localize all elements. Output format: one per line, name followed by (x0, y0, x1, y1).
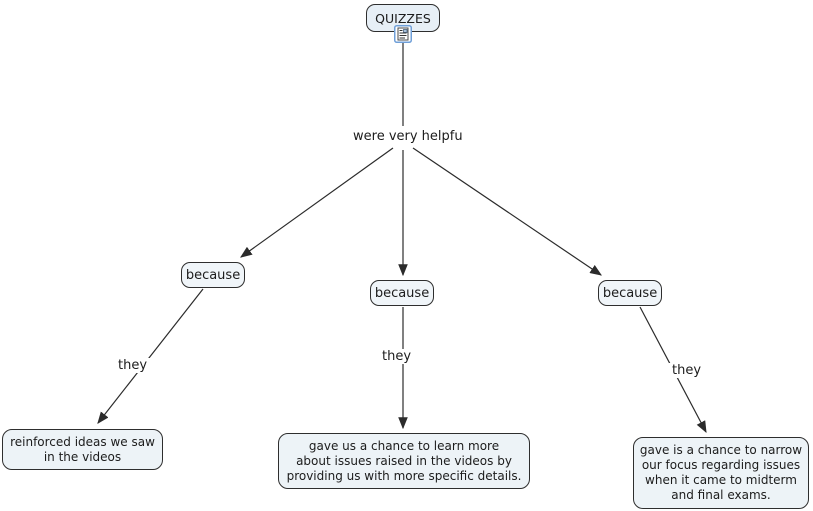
edge-group (97, 42, 707, 434)
connector-node-because-1[interactable]: because (181, 262, 245, 288)
connector-node-because-2[interactable]: because (370, 280, 434, 306)
resource-icon-page (397, 27, 409, 41)
linking-phrase-were-very-helpfu[interactable]: were very helpfu (350, 129, 466, 144)
concept-node-learn-more[interactable]: gave us a chance to learn more about iss… (278, 433, 530, 489)
concept-label: gave is a chance to narrow our focus reg… (639, 443, 803, 502)
edge-phrase-to-because-1 (240, 147, 394, 258)
concept-node-narrow-focus[interactable]: gave is a chance to narrow our focus reg… (633, 437, 809, 509)
edge-because1-to-leaf-1 (97, 288, 204, 424)
edge-phrase-to-because-3 (412, 147, 602, 276)
linking-phrase-they-3[interactable]: they (669, 363, 705, 378)
linking-phrase-they-2[interactable]: they (379, 349, 415, 364)
connector-label: because (602, 285, 658, 301)
connector-node-because-3[interactable]: because (598, 280, 662, 306)
linking-phrase-they-1[interactable]: they (115, 358, 151, 373)
connector-label: because (374, 285, 430, 301)
document-resource-icon[interactable] (394, 25, 412, 43)
concept-label: QUIZZES (375, 10, 431, 26)
concept-node-reinforced-ideas[interactable]: reinforced ideas we saw in the videos (2, 429, 163, 470)
connector-label: because (185, 267, 241, 283)
concept-label: reinforced ideas we saw in the videos (10, 434, 155, 464)
concept-label: gave us a chance to learn more about iss… (286, 438, 522, 483)
resource-icon-picture (403, 29, 408, 33)
